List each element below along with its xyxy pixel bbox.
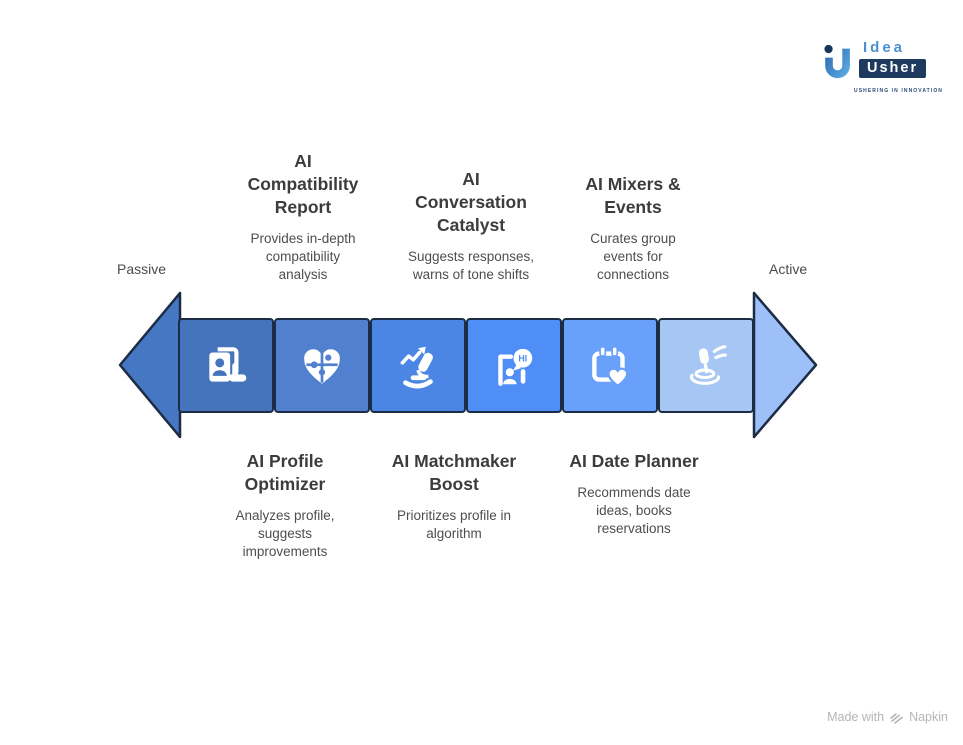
segment-date-planner — [562, 318, 658, 413]
feature-title: AI Compatibility Report — [247, 150, 359, 218]
feature-description: Curates group events for connections — [590, 231, 676, 283]
arrow-left-head — [118, 291, 182, 439]
microscope-arrow-icon — [400, 346, 433, 388]
feature-title: AI Mixers & Events — [585, 173, 681, 218]
segment-conversation-catalyst — [370, 318, 466, 413]
mic-drop-icon — [689, 344, 727, 385]
segment-mixers-events — [658, 318, 754, 413]
profile-card-icon — [209, 346, 247, 382]
segment-compatibility-report — [274, 318, 370, 413]
idea-usher-u-icon — [824, 44, 850, 79]
feature-description: Prioritizes profile in algorithm — [396, 508, 512, 542]
feature-title: AI Matchmaker Boost — [391, 451, 517, 495]
brand-name-top: Idea — [863, 39, 906, 56]
feature-mixers-events: AI Mixers & Events Curates group events … — [543, 173, 723, 284]
made-with-napkin: Made with Napkin — [827, 709, 948, 724]
feature-date-planner: AI Date Planner Recommends date ideas, b… — [544, 450, 724, 538]
segment-profile-optimizer — [178, 318, 274, 413]
feature-profile-optimizer: AI Profile Optimizer Analyzes profile, s… — [195, 450, 375, 561]
spectrum-label-passive: Passive — [117, 261, 167, 277]
heart-puzzle-icon — [304, 348, 340, 384]
made-with-text: Made with — [827, 709, 885, 724]
napkin-icon — [890, 713, 903, 724]
spectrum-label-active: Active — [769, 261, 808, 277]
feature-description: Analyzes profile, suggests improvements — [235, 508, 335, 560]
feature-conversation-catalyst: AI Conversation Catalyst Suggests respon… — [381, 168, 561, 284]
feature-title: AI Profile Optimizer — [244, 451, 326, 495]
feature-matchmaker-boost: AI Matchmaker Boost Prioritizes profile … — [364, 450, 544, 543]
person-hi-icon: HI — [498, 348, 533, 386]
idea-usher-logo: Idea Usher USHERING IN INNOVATION — [820, 39, 948, 94]
arrow-right-head — [752, 291, 818, 439]
segment-matchmaker-boost: HI — [466, 318, 562, 413]
feature-description: Provides in-depth compatibility analysis — [250, 231, 356, 283]
napkin-brand-text: Napkin — [909, 709, 948, 724]
feature-compatibility-report: AI Compatibility Report Provides in-dept… — [213, 150, 393, 284]
feature-description: Recommends date ideas, books reservation… — [577, 485, 691, 536]
feature-description: Suggests responses, warns of tone shifts — [407, 249, 535, 283]
feature-title: AI Date Planner — [569, 451, 699, 471]
calendar-heart-icon — [592, 345, 629, 387]
hi-bubble-text: HI — [518, 353, 527, 363]
brand-name-bottom: Usher — [859, 58, 927, 78]
feature-title: AI Conversation Catalyst — [415, 168, 527, 235]
brand-tagline: USHERING IN INNOVATION — [854, 88, 944, 94]
